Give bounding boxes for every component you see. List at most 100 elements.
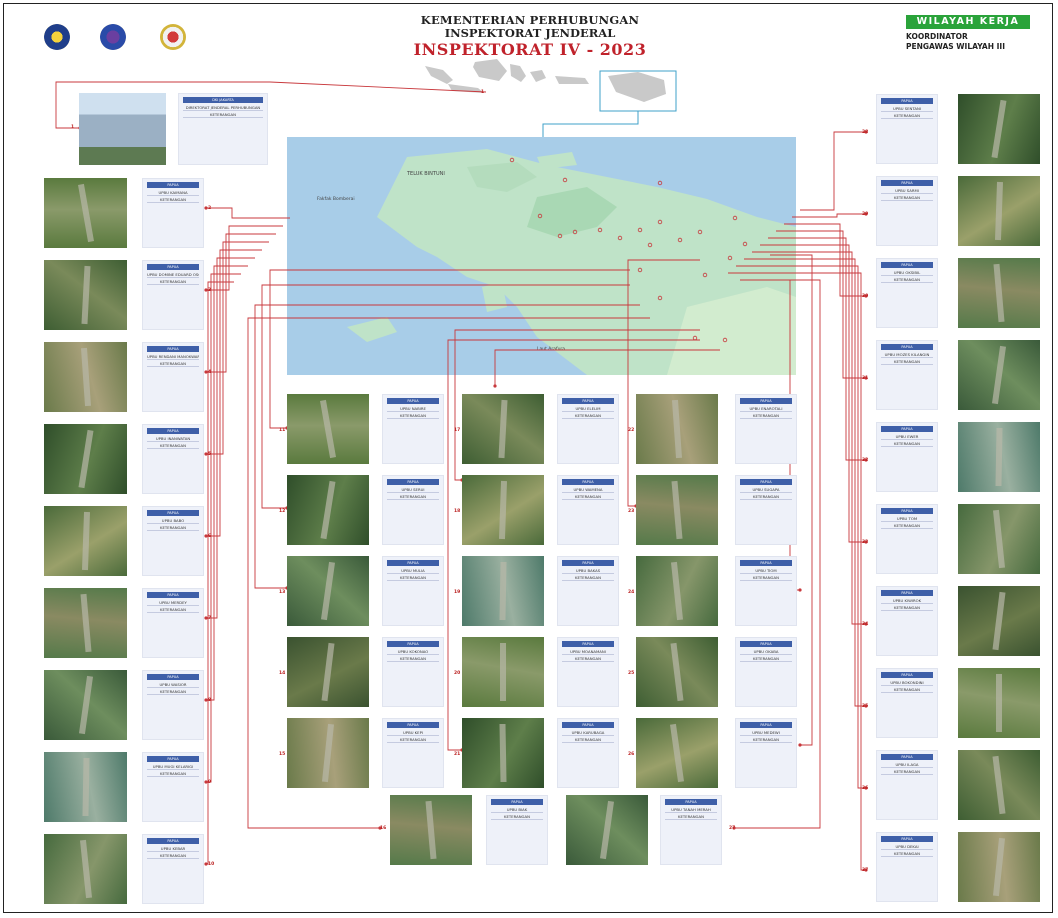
runway-strip	[671, 480, 683, 540]
card-keterangan: KETERANGAN	[387, 494, 439, 500]
card-keterangan: KETERANGAN	[562, 494, 614, 500]
right-airport-photo	[958, 176, 1040, 246]
card-airport-name: UPBU INANWATAN	[147, 436, 199, 442]
inspektorat-logo	[160, 24, 186, 50]
card-keterangan: KETERANGAN	[562, 737, 614, 743]
card-header: PAPUA	[740, 641, 792, 647]
card-header: PAPUA	[562, 479, 614, 485]
card-header: PAPUA	[881, 180, 933, 186]
card-header: PAPUA	[491, 799, 543, 805]
card-airport-name: UPBU OKSIBIL	[881, 270, 933, 276]
card-header: PAPUA	[387, 722, 439, 728]
runway-strip	[498, 399, 508, 459]
card-keterangan: KETERANGAN	[881, 113, 933, 119]
card-airport-name: UPBU KEBAR	[147, 846, 199, 852]
wilayah-subtitle: KOORDINATOR PENGAWAS WILAYAH III	[906, 32, 1056, 52]
bottom-airport-photo	[566, 795, 648, 865]
left-airport-photo	[44, 260, 127, 330]
runway-strip	[425, 800, 437, 860]
runway-strip	[996, 674, 1002, 732]
card-header: PAPUA	[147, 838, 199, 844]
hq-card-header: DKI JAKARTA	[183, 97, 263, 103]
card-header: PAPUA	[881, 590, 933, 596]
runway-strip	[499, 723, 507, 783]
location-number: 4	[208, 370, 212, 375]
location-number: 7	[208, 616, 212, 621]
card-keterangan: KETERANGAN	[881, 523, 933, 529]
card-header: PAPUA	[881, 262, 933, 268]
card-header: PAPUA	[740, 560, 792, 566]
center-airport-photo	[636, 556, 718, 626]
location-number: 18	[454, 509, 461, 514]
runway-strip	[499, 561, 507, 621]
card-header: PAPUA	[881, 672, 933, 678]
runway-strip	[500, 643, 506, 701]
card-header: PAPUA	[881, 836, 933, 842]
card-header: PAPUA	[740, 722, 792, 728]
location-number: 8	[208, 698, 212, 703]
card-keterangan: KETERANGAN	[147, 853, 199, 859]
location-number: 29	[862, 212, 869, 217]
title-line-3: INSPEKTORAT IV - 2023	[413, 40, 647, 59]
card-airport-name: UPBU MUGI KELARIGI	[147, 764, 199, 770]
runway-strip	[78, 675, 93, 735]
location-number: 11	[279, 428, 286, 433]
location-number: 33	[862, 540, 869, 545]
card-header: PAPUA	[881, 426, 933, 432]
card-airport-name: UPBU KARUBAGA	[562, 730, 614, 736]
card-header: PAPUA	[147, 756, 199, 762]
location-number: 24	[628, 590, 635, 595]
itjen-logo	[100, 24, 126, 50]
location-number: 37	[862, 868, 869, 873]
card-keterangan: KETERANGAN	[740, 737, 792, 743]
wilayah-sub2: PENGAWAS WILAYAH III	[906, 42, 1005, 51]
runway-strip	[993, 263, 1005, 323]
runway-strip	[669, 723, 685, 783]
card-keterangan: KETERANGAN	[740, 413, 792, 419]
runway-strip	[81, 757, 90, 817]
card-keterangan: KETERANGAN	[562, 413, 614, 419]
runway-strip	[79, 593, 92, 653]
right-airport-photo	[958, 832, 1040, 902]
card-airport-name: UPBU KOKONAO	[387, 649, 439, 655]
card-airport-name: UPBU RENDANI MANOKWARI	[147, 354, 199, 360]
card-airport-name: UPBU DEKAI	[881, 844, 933, 850]
card-keterangan: KETERANGAN	[740, 656, 792, 662]
card-keterangan: KETERANGAN	[147, 607, 199, 613]
left-airport-photo	[44, 342, 127, 412]
card-airport-name: UPBU TANAH MERAH	[665, 807, 717, 813]
card-airport-name: UPBU SENTANI	[881, 106, 933, 112]
bottom-airport-photo	[390, 795, 472, 865]
card-header: PAPUA	[147, 674, 199, 680]
center-airport-photo	[462, 718, 544, 788]
right-airport-photo	[958, 504, 1040, 574]
card-keterangan: KETERANGAN	[147, 361, 199, 367]
title-block: KEMENTERIAN PERHUBUNGAN INSPEKTORAT JEND…	[360, 14, 700, 60]
right-airport-photo	[958, 94, 1040, 164]
card-keterangan: KETERANGAN	[147, 689, 199, 695]
location-number: 19	[454, 590, 461, 595]
card-header: PAPUA	[147, 182, 199, 188]
wilayah-badge: WILAYAH KERJA	[906, 15, 1030, 29]
card-keterangan: KETERANGAN	[387, 413, 439, 419]
card-header: PAPUA	[562, 641, 614, 647]
card-header: PAPUA	[562, 398, 614, 404]
card-keterangan: KETERANGAN	[562, 656, 614, 662]
center-airport-photo	[636, 394, 718, 464]
center-airport-photo	[462, 556, 544, 626]
card-airport-name: UPBU BAKAS	[562, 568, 614, 574]
card-keterangan: KETERANGAN	[881, 195, 933, 201]
card-airport-name: UPBU MOZES KILANGIN	[881, 352, 933, 358]
card-airport-name: UPBU ENAROTALI	[740, 406, 792, 412]
card-keterangan: KETERANGAN	[665, 814, 717, 820]
location-number: 5	[208, 452, 212, 457]
